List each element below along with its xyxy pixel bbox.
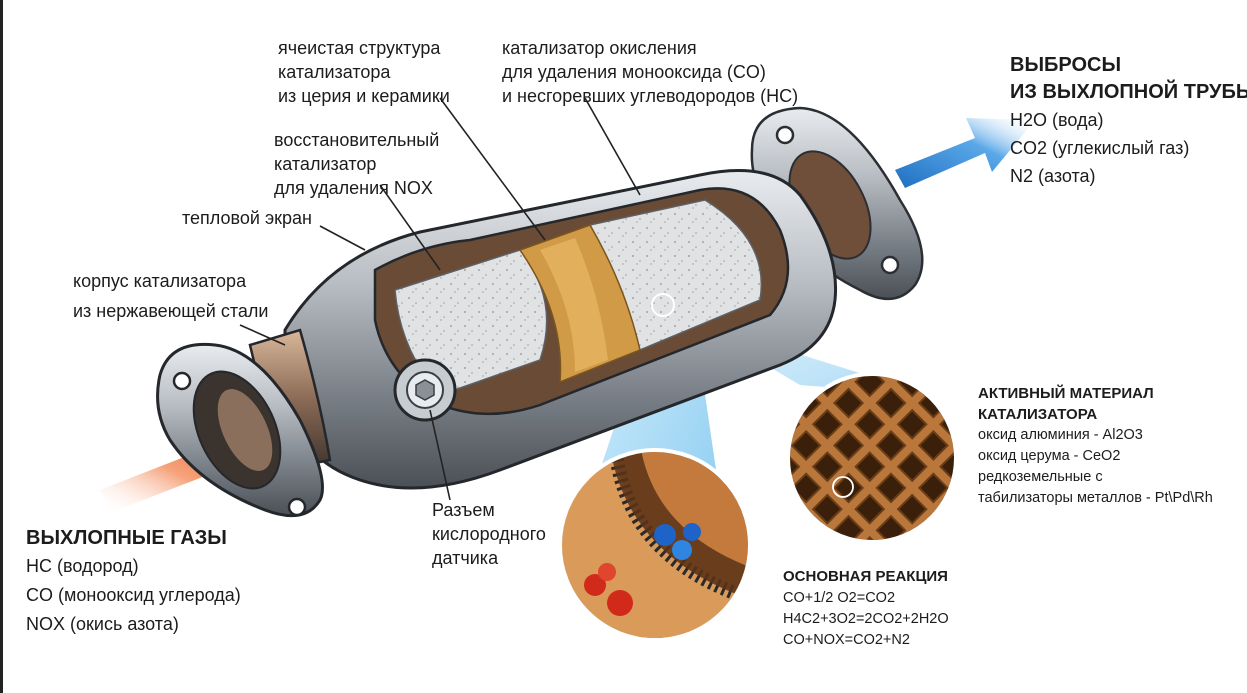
- reaction-block: ОСНОВНАЯ РЕАКЦИЯ CO+1/2 O2=CO2 H4C2+3O2=…: [783, 565, 949, 651]
- active-material-item: оксид церума - CeO2: [978, 448, 1121, 464]
- label-line: катализатора: [278, 62, 391, 82]
- reaction-item: H4C2+3O2=2CO2+2H2O: [783, 611, 949, 627]
- active-material-item: табилизаторы металлов - Pt\Pd\Rh: [978, 490, 1213, 506]
- reaction-closeup: [558, 448, 752, 642]
- converter-body: [283, 169, 838, 490]
- label-line: корпус катализатора: [73, 271, 247, 291]
- exhaust-in-item: NOX (окись азота): [26, 614, 179, 634]
- exhaust-in-item: CO (монооксид углерода): [26, 585, 241, 605]
- exhaust-out-item: N2 (азота): [1010, 166, 1096, 186]
- exhaust-out-item: CO2 (углекислый газ): [1010, 138, 1190, 158]
- exhaust-in-block: ВЫХЛОПНЫЕ ГАЗЫ HC (водород) CO (моноокси…: [26, 525, 241, 639]
- exhaust-out-arrow: [895, 118, 1035, 188]
- label-line: из церия и керамики: [278, 86, 450, 106]
- active-material-block: АКТИВНЫЙ МАТЕРИАЛ КАТАЛИЗАТОРА оксид алю…: [978, 383, 1213, 509]
- leader-lines: [239, 97, 641, 501]
- active-material-title: КАТАЛИЗАТОРА: [978, 406, 1098, 423]
- label-converter-body: корпус катализатора из нержавеющей стали: [73, 266, 268, 326]
- label-line: кислородного: [432, 524, 546, 544]
- active-material-item: редкоземельные с: [978, 469, 1103, 485]
- label-line: восстановительный: [274, 130, 440, 150]
- reaction-item: CO+1/2 O2=CO2: [783, 590, 896, 606]
- active-material-item: оксид алюминия - Al2O3: [978, 427, 1143, 443]
- label-line: для удаления монооксида (CO): [502, 62, 766, 82]
- honeycomb-closeup: [786, 372, 958, 544]
- label-line: Разъем: [432, 500, 495, 520]
- exhaust-out-block: ВЫБРОСЫ ИЗ ВЫХЛОПНОЙ ТРУБЫ H2O (вода) CO…: [1010, 52, 1247, 190]
- reaction-item: CO+NOX=CO2+N2: [783, 632, 910, 648]
- label-heat-shield: тепловой экран: [182, 206, 312, 230]
- active-material-title: АКТИВНЫЙ МАТЕРИАЛ: [978, 385, 1154, 402]
- label-line: тепловой экран: [182, 208, 312, 228]
- label-line: ячеистая структура: [278, 38, 441, 58]
- frame-edge: [0, 0, 3, 693]
- exhaust-out-title: ВЫБРОСЫ: [1010, 54, 1122, 76]
- inlet-flange: [156, 342, 324, 518]
- label-reduction-catalyst: восстановительный катализатор для удален…: [274, 128, 439, 200]
- label-line: датчика: [432, 548, 499, 568]
- label-line: катализатор: [274, 154, 377, 174]
- inlet-pipe: [248, 328, 332, 472]
- exhaust-out-item: H2O (вода): [1010, 110, 1104, 130]
- exhaust-in-item: HC (водород): [26, 556, 139, 576]
- reaction-title: ОСНОВНАЯ РЕАКЦИЯ: [783, 568, 948, 585]
- exhaust-in-title: ВЫХЛОПНЫЕ ГАЗЫ: [26, 527, 227, 549]
- oxygen-sensor-port: [393, 358, 457, 422]
- exhaust-out-title: ИЗ ВЫХЛОПНОЙ ТРУБЫ: [1010, 81, 1247, 103]
- label-line: и несгоревших углеводородов (HC): [502, 86, 799, 106]
- label-line: для удаления NOX: [274, 178, 433, 198]
- label-line: из нержавеющей стали: [73, 301, 269, 321]
- label-cellular-structure: ячеистая структура катализатора из церия…: [278, 36, 450, 108]
- label-oxygen-sensor: Разъем кислородного датчика: [432, 498, 546, 570]
- label-oxidation-catalyst: катализатор окисления для удаления моноо…: [502, 36, 798, 108]
- label-line: катализатор окисления: [502, 38, 697, 58]
